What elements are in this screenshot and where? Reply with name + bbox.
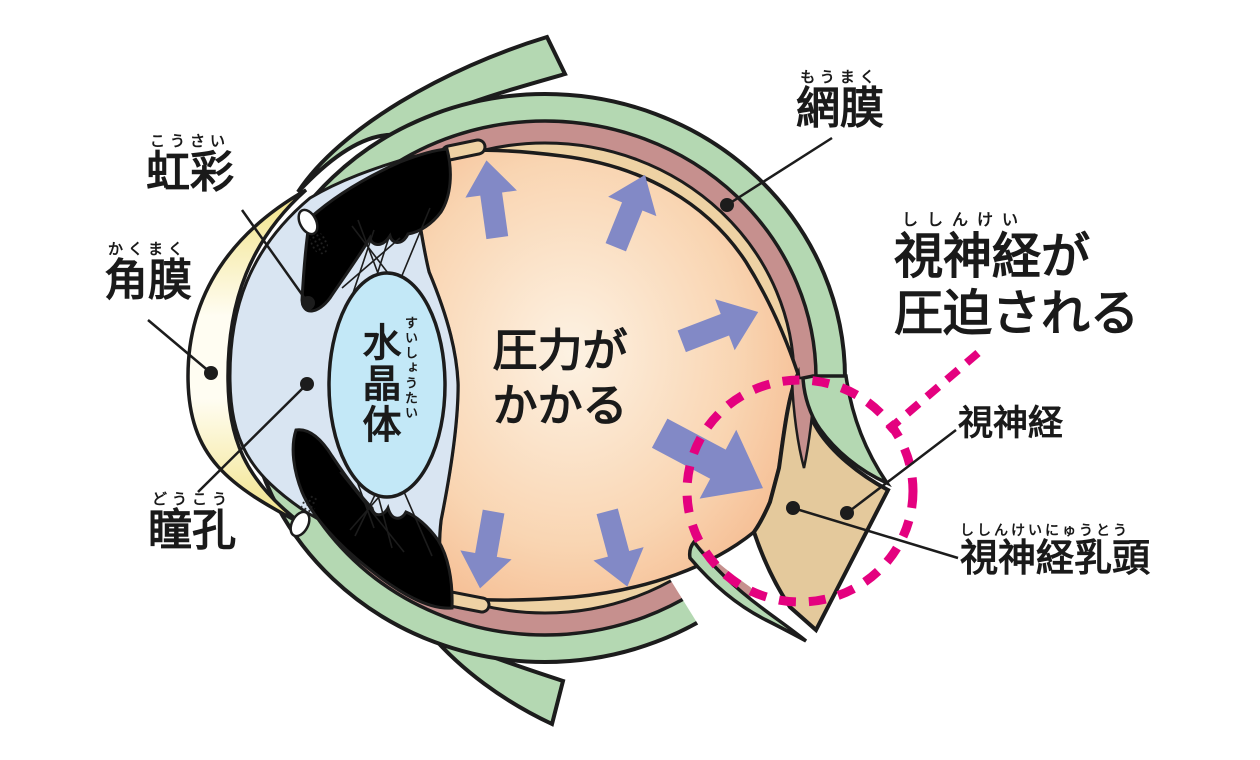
optic-nerve-dot bbox=[840, 506, 854, 520]
sclera-flare-upper bbox=[801, 374, 892, 488]
pupil-dot bbox=[300, 377, 314, 391]
optic-disc-label: ししんけいにゅうとう 視神経乳頭 bbox=[960, 524, 1190, 579]
iris-label: こうさい 虹彩 bbox=[136, 132, 244, 198]
pupil-text: 瞳孔 bbox=[148, 504, 236, 556]
cornea-text: 角膜 bbox=[104, 254, 192, 306]
cornea-leader bbox=[147, 319, 212, 374]
iris-text: 虹彩 bbox=[146, 146, 234, 198]
optic-disc-leader bbox=[792, 506, 959, 560]
highlight-dashed-leader bbox=[885, 349, 981, 434]
cornea-label: かくまく 角膜 bbox=[94, 240, 202, 306]
optic-nerve-shape bbox=[751, 366, 891, 634]
pressure-line1: 圧力が bbox=[492, 324, 628, 377]
optic-disc-text: 視神経乳頭 bbox=[960, 535, 1151, 580]
optic-nerve-leader bbox=[846, 429, 957, 514]
optic-disc-dot bbox=[786, 501, 800, 515]
leader-dots bbox=[204, 198, 854, 520]
iris-upper-shape bbox=[300, 147, 452, 313]
retina-leader bbox=[726, 136, 833, 207]
limbus-detail-bottom bbox=[289, 494, 318, 538]
limbus-detail-top bbox=[297, 208, 329, 255]
pupil-furigana: どうこう bbox=[151, 490, 232, 508]
pressure-line2: かかる bbox=[492, 378, 628, 432]
compressed-furigana: ししんけい bbox=[902, 210, 1028, 229]
pupil-label: どうこう 瞳孔 bbox=[138, 490, 246, 556]
pupil-leader bbox=[197, 383, 308, 493]
cornea-dot bbox=[204, 366, 218, 380]
iris-leader bbox=[240, 209, 310, 304]
cornea-furigana: かくまく bbox=[107, 240, 188, 258]
compressed-annotation: ししんけい 視神経が 圧迫される bbox=[894, 210, 1204, 342]
leader-lines bbox=[147, 136, 959, 560]
highlight-dashed-circle bbox=[682, 375, 918, 607]
pressure-annotation: 圧力が かかる bbox=[476, 324, 644, 434]
iris-dot bbox=[301, 296, 315, 310]
retina-furigana: もうまく bbox=[800, 68, 880, 86]
retina-dot bbox=[720, 198, 734, 212]
iris-lower-shape bbox=[291, 428, 454, 610]
lens-shape bbox=[327, 271, 447, 499]
retina-label: もうまく 網膜 bbox=[790, 68, 890, 134]
lens-furigana: すいしょうたい bbox=[402, 316, 417, 421]
sclera-flare-lower bbox=[687, 539, 808, 643]
lens-text: 水晶体 bbox=[356, 322, 401, 445]
optic-disc-furigana: ししんけいにゅうとう bbox=[960, 523, 1130, 539]
optic-nerve-label: 視神経 bbox=[958, 406, 1088, 443]
optic-nerve-text: 視神経 bbox=[958, 404, 1064, 444]
compressed-line1: 視神経が bbox=[894, 227, 1091, 285]
iris-furigana: こうさい bbox=[149, 132, 230, 150]
retina-front-tips bbox=[440, 138, 491, 614]
compressed-line2: 圧迫される bbox=[894, 284, 1140, 342]
retina-text: 網膜 bbox=[796, 82, 884, 134]
